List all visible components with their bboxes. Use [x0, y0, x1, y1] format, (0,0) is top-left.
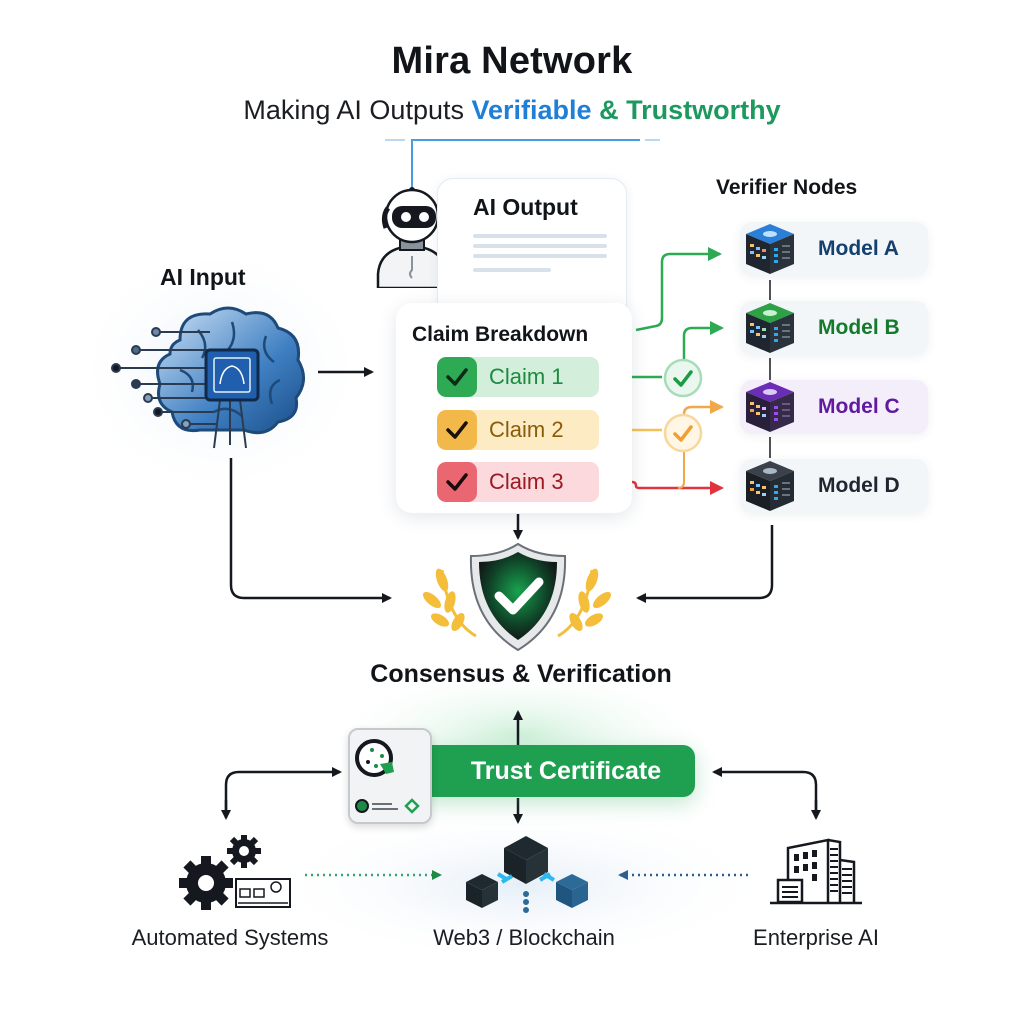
- server-cube-icon-a: [746, 224, 794, 274]
- destination-label-enterprise-ai: Enterprise AI: [753, 925, 879, 950]
- claim-item-1[interactable]: Claim 1: [437, 357, 599, 397]
- model-label-c: Model C: [818, 395, 900, 418]
- claim-item-3[interactable]: Claim 3: [437, 462, 599, 502]
- trust-certificate-button[interactable]: Trust Certificate: [413, 745, 695, 797]
- text-line: [473, 268, 551, 272]
- subtitle-ampersand: &: [599, 95, 619, 125]
- check-icon: [437, 357, 477, 397]
- claim-item-2[interactable]: Claim 2: [437, 410, 599, 450]
- claim-label: Claim 1: [489, 364, 564, 389]
- partial-check-circle-icon: [663, 413, 703, 453]
- gears-icon: [179, 835, 291, 910]
- destination-label-web3-blockchain: Web3 / Blockchain: [433, 925, 615, 950]
- shield-check-icon: [469, 542, 567, 652]
- server-cube-icon-c: [746, 382, 794, 432]
- page-title: Mira Network: [391, 40, 633, 82]
- model-label-a: Model A: [818, 237, 899, 260]
- claim-label: Claim 3: [489, 469, 564, 494]
- robot-icon: [376, 178, 448, 288]
- model-label-b: Model B: [818, 316, 900, 339]
- verified-check-circle-icon: [663, 358, 703, 398]
- consensus-label: Consensus & Verification: [370, 660, 672, 688]
- subtitle-highlight-trustworthy: Trustworthy: [626, 95, 781, 125]
- blockchain-icon: [466, 836, 588, 913]
- text-line: [473, 244, 607, 248]
- claim-label: Claim 2: [489, 417, 564, 442]
- brain-chip-icon: [111, 306, 305, 449]
- check-icon: [437, 462, 477, 502]
- subtitle-plain: Making AI Outputs: [243, 95, 464, 125]
- building-icon: [770, 838, 862, 905]
- ai-input-label: AI Input: [160, 264, 246, 290]
- trust-certificate-label: Trust Certificate: [470, 756, 662, 785]
- server-cube-icon-d: [746, 461, 794, 511]
- subtitle-highlight-verifiable: Verifiable: [471, 95, 592, 125]
- ai-output-card: AI Output: [437, 178, 627, 320]
- claim-breakdown-title: Claim Breakdown: [412, 323, 589, 346]
- page-subtitle: Making AI Outputs Verifiable & Trustwort…: [0, 95, 1024, 126]
- destination-label-automated-systems: Automated Systems: [131, 925, 329, 950]
- text-line: [473, 234, 607, 238]
- ai-output-label: AI Output: [473, 194, 578, 220]
- text-line: [473, 254, 607, 258]
- model-label-d: Model D: [818, 474, 900, 497]
- server-cube-icon-b: [746, 303, 794, 353]
- laurel-wreath-icon: [422, 568, 612, 638]
- certificate-icon: [348, 728, 432, 824]
- verifier-nodes-title: Verifier Nodes: [716, 176, 858, 199]
- check-icon: [437, 410, 477, 450]
